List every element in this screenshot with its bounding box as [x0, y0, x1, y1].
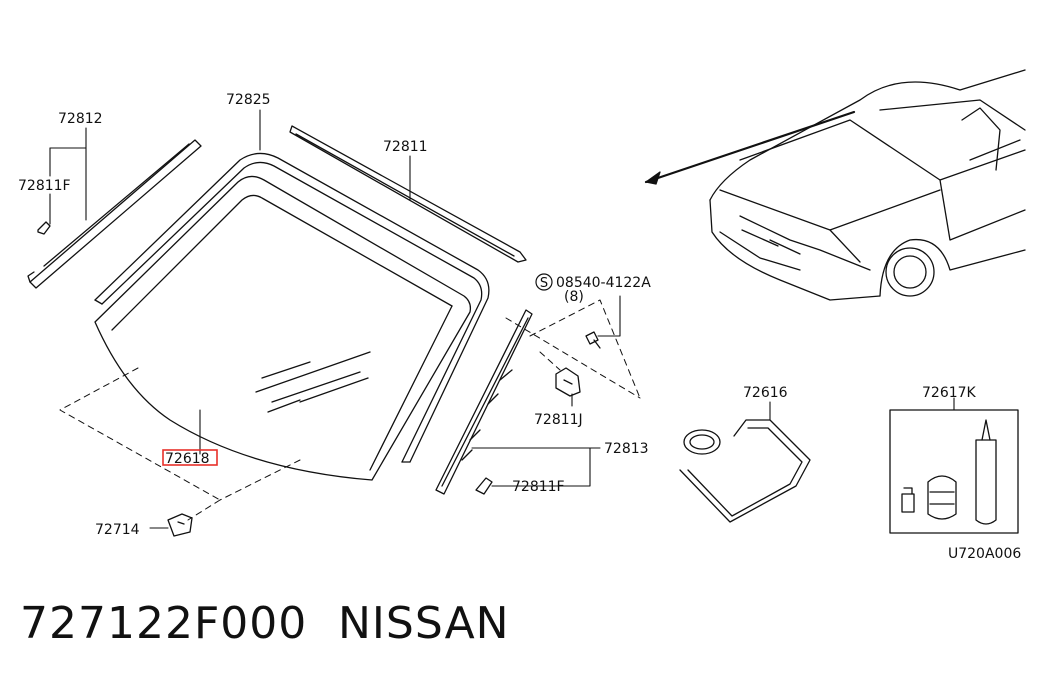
drawing-code: U720A006	[948, 546, 1021, 562]
label-72618: 72618	[165, 451, 210, 467]
guide-lines-glass	[59, 367, 301, 521]
label-72714: 72714	[95, 522, 140, 538]
label-08540-4122A: 08540-4122A	[556, 275, 651, 291]
label-72825: 72825	[226, 92, 271, 108]
screw-symbol: S	[535, 273, 553, 291]
adhesive-kit-72617K	[889, 409, 1019, 534]
part-number: 727122F000	[20, 598, 308, 649]
brand-name: NISSAN	[338, 598, 510, 649]
clip-72811F-right	[475, 477, 493, 495]
label-72813: 72813	[604, 441, 649, 457]
direction-arrow	[644, 110, 856, 185]
label-72812: 72812	[58, 111, 103, 127]
clip-72811J	[555, 367, 581, 397]
label-72811: 72811	[383, 139, 428, 155]
clip-72811F-left	[37, 221, 51, 235]
leader-lines	[49, 109, 955, 529]
label-72617K: 72617K	[922, 385, 977, 401]
label-72811F-left: 72811F	[18, 178, 71, 194]
label-72616: 72616	[743, 385, 788, 401]
bracket-72714	[167, 513, 193, 537]
windshield-glass	[94, 175, 472, 481]
upper-moulding-72811	[289, 125, 527, 263]
weatherstrip-72825	[94, 152, 490, 463]
part-labels: 72825 72812 72811F 72811 08540-4122A (8)…	[18, 92, 1021, 562]
target-highlight	[162, 449, 218, 466]
guide-lines-right	[505, 299, 641, 399]
car-illustration	[709, 69, 1026, 301]
screw-08540-4122A	[585, 331, 601, 349]
dam-72616	[679, 419, 811, 523]
side-moulding-72813	[435, 309, 533, 495]
label-72811J: 72811J	[534, 412, 583, 428]
screw-symbol-letter: S	[540, 276, 548, 291]
label-08540-qty: (8)	[564, 289, 584, 305]
side-moulding-72812	[27, 139, 202, 289]
label-72811F-right: 72811F	[512, 479, 565, 495]
